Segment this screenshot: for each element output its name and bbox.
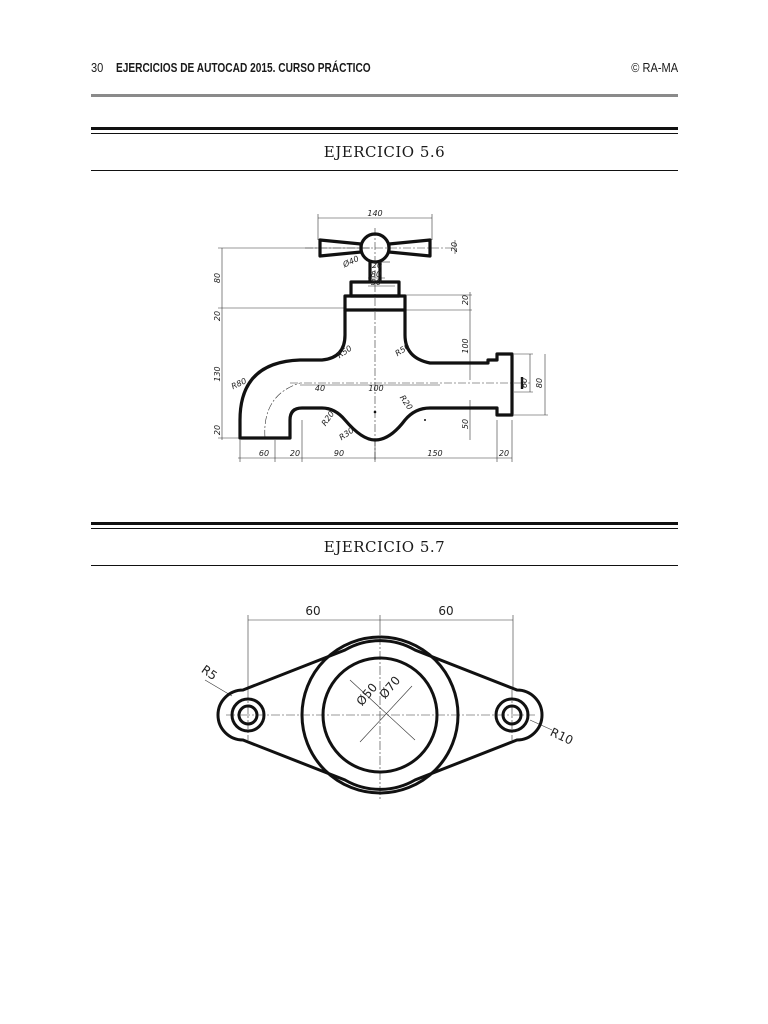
dim-spout-height: 20 xyxy=(213,425,222,435)
exercise-top-rule xyxy=(91,522,678,525)
dim-hole-radius: R5 xyxy=(199,662,220,683)
dim-flange-height: 80 xyxy=(535,378,544,388)
dim-bottom-150: 150 xyxy=(427,449,442,458)
publisher: © RA-MA xyxy=(631,60,678,75)
dim-bore-offset: 40 xyxy=(315,384,325,393)
page-number: 30 xyxy=(91,60,104,75)
dim-right-offset: 20 xyxy=(461,295,470,305)
dim-top-height: 80 xyxy=(213,273,222,283)
exercise-top-rule xyxy=(91,127,678,130)
exercise-top-rule-thin xyxy=(91,133,678,134)
book-title: EJERCICIOS DE AUTOCAD 2015. CURSO PRÁCTI… xyxy=(116,60,371,75)
page-header: 30 EJERCICIOS DE AUTOCAD 2015. CURSO PRÁ… xyxy=(91,60,678,80)
dim-neck-width: 20 xyxy=(372,261,382,270)
header-divider xyxy=(91,94,678,97)
dim-lobe-radius: R10 xyxy=(548,725,575,748)
dim-body-right-height: 100 xyxy=(461,338,470,353)
dim-lower-depth: 50 xyxy=(461,419,470,429)
dim-collar-inner: 50 xyxy=(371,278,381,287)
exercise-bottom-rule xyxy=(91,565,678,566)
dim-bottom-20a: 20 xyxy=(290,449,300,458)
dim-handle-height: 20 xyxy=(450,242,459,252)
exercise-top-rule-thin xyxy=(91,528,678,529)
dim-right-fillet: R50 xyxy=(394,342,412,358)
dim-bore-length: 100 xyxy=(368,384,383,393)
dim-lower-fillet-2: R20 xyxy=(398,394,414,412)
dim-body-height: 130 xyxy=(213,366,222,381)
dim-ball-diameter: Ø40 xyxy=(340,253,360,269)
faucet-drawing: 140 20 Ø40 20 80 50 80 20 130 20 R50 R50… xyxy=(213,209,548,462)
flange-drawing: 60 60 R5 R10 Ø50 Ø70 xyxy=(199,604,575,800)
exercise-title: EJERCICIO 5.7 xyxy=(323,538,446,556)
dim-left-span: 60 xyxy=(305,604,320,618)
dim-bottom-60: 60 xyxy=(259,449,269,458)
dim-left-fillet: R50 xyxy=(336,344,354,360)
dim-right-span: 60 xyxy=(438,604,453,618)
dim-collar-height: 20 xyxy=(213,311,222,321)
dim-handle-width: 140 xyxy=(367,209,382,218)
dim-nozzle-height: 60 xyxy=(520,378,529,388)
dim-outer-diameter: Ø70 xyxy=(377,673,404,701)
dim-bottom-20b: 20 xyxy=(499,449,509,458)
exercise-bottom-rule xyxy=(91,170,678,171)
exercise-title: EJERCICIO 5.6 xyxy=(323,143,446,161)
dim-bottom-90: 90 xyxy=(334,449,344,458)
dim-collar-width: 80 xyxy=(371,270,381,279)
